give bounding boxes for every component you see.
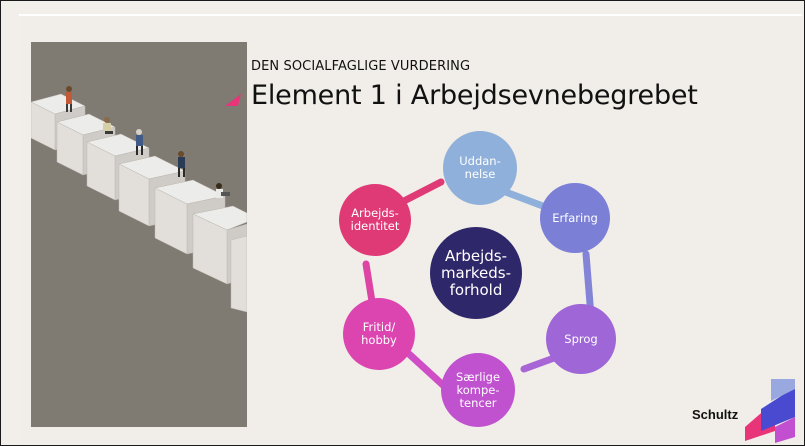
- cycle-diagram: Uddan- nelse Erfaring Sprog Særlige komp…: [19, 14, 802, 444]
- slide-kicker: DEN SOCIALFAGLIGE VURDERING: [251, 59, 471, 74]
- cycle-center-arbejdsmarkedsforhold: Arbejds- markeds- forhold: [430, 227, 522, 319]
- people-illustration: [31, 42, 247, 427]
- cycle-node-erfaring: Erfaring: [540, 183, 610, 253]
- schultz-logo: [745, 379, 795, 443]
- cycle-node-sprog: Sprog: [546, 304, 616, 374]
- slide: DEN SOCIALFAGLIGE VURDERING Element 1 i …: [19, 14, 802, 444]
- cycle-node-saerlige-kompetencer: Særlige kompe- tencer: [441, 353, 515, 427]
- top-rule: [19, 14, 802, 16]
- cycle-node-arbejdsidentitet: Arbejds- identitet: [339, 184, 411, 256]
- cycle-node-fritid-hobby: Fritid/ hobby: [343, 298, 415, 370]
- accent-triangle-icon: [225, 94, 241, 106]
- cycle-node-uddannelse: Uddan- nelse: [443, 131, 517, 205]
- slide-title: Element 1 i Arbejdsevnebegrebet: [251, 80, 698, 111]
- schultz-logo-text: Schultz: [692, 407, 739, 422]
